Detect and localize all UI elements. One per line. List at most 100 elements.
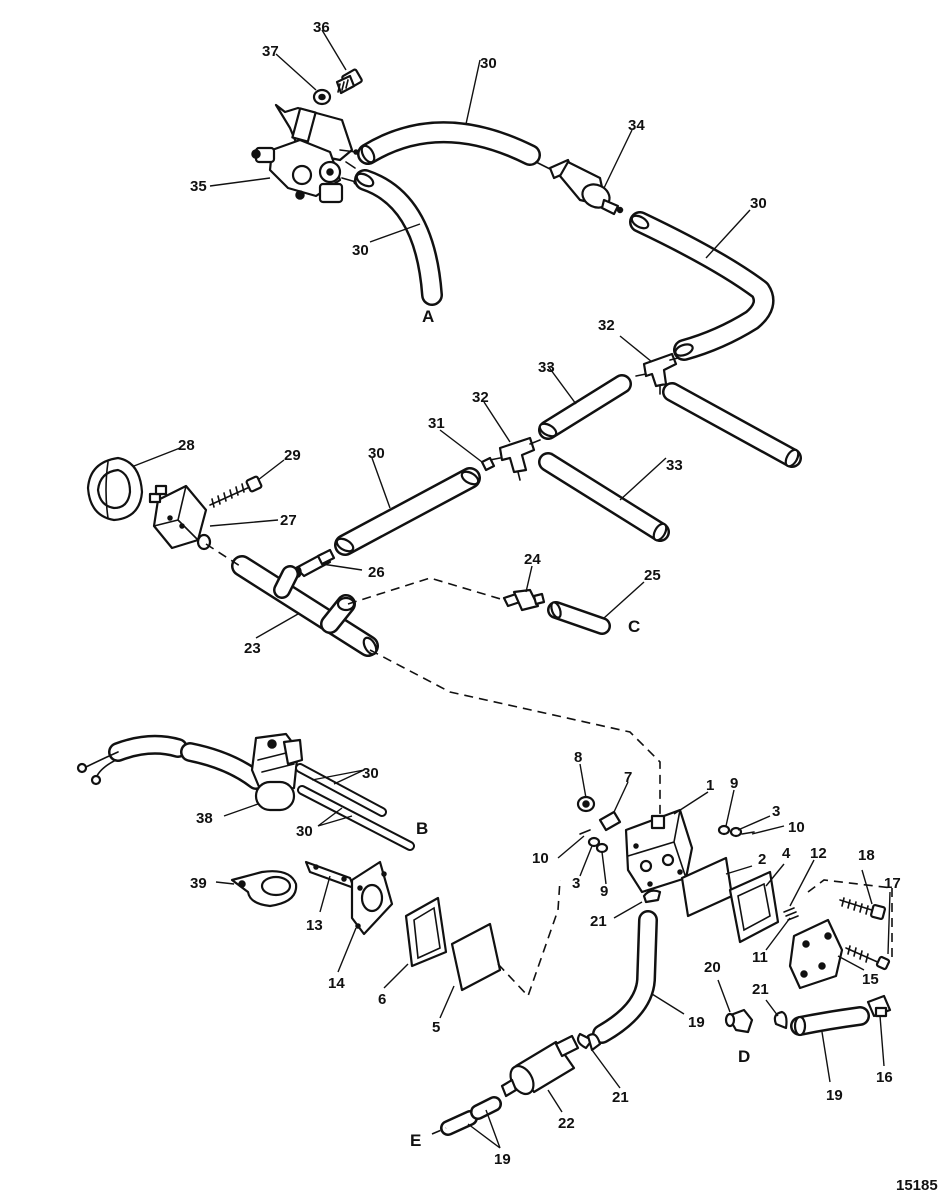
dashed-line-solenoid-to-tee: [205, 543, 241, 567]
connection-letter-d: D: [738, 1047, 750, 1066]
callout-32-upper: 32: [598, 317, 615, 334]
part-33-hose-short: [538, 374, 632, 440]
dashed-line-diaphragm-to-pump: [497, 879, 561, 998]
part-13-strap: [304, 860, 356, 890]
callout-38: 38: [196, 810, 213, 827]
part-11-spring: [783, 907, 799, 921]
callout-31: 31: [428, 415, 445, 432]
part-21-clamp-top: [642, 889, 662, 904]
callout-26: 26: [368, 564, 385, 581]
part-10-pin-left: [579, 829, 591, 835]
part-39-clamp: [230, 870, 298, 908]
callout-13: 13: [306, 917, 323, 934]
part-1-fuel-pump-body: [624, 808, 694, 894]
part-31-fitting: [480, 456, 496, 472]
part-6-gasket: [404, 896, 448, 968]
callout-5: 5: [432, 1019, 440, 1036]
dashed-line-screws-to-cover: [807, 879, 893, 960]
callout-28: 28: [178, 437, 195, 454]
callout-36: 36: [313, 19, 330, 36]
callout-30-middle: 30: [368, 445, 385, 462]
callout-6: 6: [378, 991, 386, 1008]
part-15-pump-cover: [788, 918, 844, 990]
callout-21-right: 21: [752, 981, 769, 998]
part-36-bolt: [335, 68, 363, 95]
part-10-pin-right: [741, 831, 755, 835]
callout-33-right: 33: [666, 457, 683, 474]
callout-30-upper: 30: [480, 55, 497, 72]
callout-25: 25: [644, 567, 661, 584]
callout-19-center: 19: [688, 1014, 705, 1031]
part-8-nut: [576, 795, 596, 813]
callout-10-right: 10: [788, 819, 805, 836]
part-5-diaphragm: [450, 922, 502, 992]
part-30-hose-loop: [629, 211, 775, 361]
callout-8: 8: [574, 749, 582, 766]
callout-17: 17: [884, 875, 901, 892]
callout-27: 27: [280, 512, 297, 529]
part-17-screw: [845, 945, 891, 971]
figure-reference-number: 15185: [896, 1177, 938, 1194]
part-3-washer-left: [587, 836, 601, 848]
connection-letters: A B C D E: [410, 307, 750, 1150]
callout-22: 22: [558, 1115, 575, 1132]
callout-14: 14: [328, 975, 345, 992]
part-7-valve: [598, 810, 622, 832]
callout-18: 18: [858, 847, 875, 864]
part-25-short-hose: [547, 601, 611, 635]
callout-24: 24: [524, 551, 541, 568]
part-20-elbow-fitting: [724, 1008, 754, 1034]
connection-letter-c: C: [628, 617, 640, 636]
part-16-fitting: [866, 994, 892, 1018]
callout-20: 20: [704, 959, 721, 976]
callout-1: 1: [706, 777, 714, 794]
callout-10-left: 10: [532, 850, 549, 867]
part-37-washer: [312, 88, 332, 106]
callout-4: 4: [782, 845, 791, 862]
part-4-gasket: [728, 870, 780, 944]
callout-3-left: 3: [572, 875, 580, 892]
part-35-valve-assembly: [251, 103, 359, 204]
part-27-solenoid-valve: [148, 484, 212, 551]
callout-30-to-a: 30: [352, 242, 369, 259]
callout-12: 12: [810, 845, 827, 862]
callout-37: 37: [262, 43, 279, 60]
callout-19-right: 19: [826, 1087, 843, 1104]
part-26-fitting: [294, 548, 336, 578]
callout-11: 11: [752, 949, 768, 966]
part-28-grommet: [86, 456, 144, 522]
callout-15: 15: [862, 971, 879, 988]
part-14-adapter: [350, 860, 394, 936]
callout-30-hose-pair-top: 30: [362, 765, 379, 782]
callout-3-right: 3: [772, 803, 780, 820]
part-21-clamp-lower: [576, 1032, 602, 1052]
callout-35: 35: [190, 178, 207, 195]
callout-23: 23: [244, 640, 261, 657]
part-19-hose-center: [592, 910, 658, 1044]
part-30-hose-upper: [357, 121, 541, 166]
callout-numbers: 36 37 30 34 35 30 30 32 33 32 31 30 28 2…: [178, 19, 901, 1168]
part-23-tee-manifold: [231, 555, 379, 657]
part-29-screw: [209, 475, 263, 508]
callout-34: 34: [628, 117, 645, 134]
callout-39: 39: [190, 875, 207, 892]
part-24-check-valve: [502, 588, 546, 612]
callout-9-right: 9: [730, 775, 738, 792]
connection-letter-a: A: [422, 307, 434, 326]
connection-letter-e: E: [410, 1131, 421, 1150]
dashed-line-tee-to-check-valve: [347, 577, 505, 605]
callout-9-left: 9: [600, 883, 608, 900]
part-33-hose-lower: [538, 452, 670, 542]
part-30-hose-to-a: [354, 169, 443, 306]
part-22-fuel-filter: [500, 1034, 580, 1098]
callout-2: 2: [758, 851, 766, 868]
part-9-check-right: [717, 824, 731, 836]
part-18-screw: [839, 897, 886, 920]
callout-32-lower: 32: [472, 389, 489, 406]
callout-33-short: 33: [538, 359, 555, 376]
part-34-inline-filter: [535, 158, 624, 216]
callout-30-loop: 30: [750, 195, 767, 212]
callout-16: 16: [876, 1069, 893, 1086]
part-30-hose-pair-to-b: [295, 763, 415, 851]
